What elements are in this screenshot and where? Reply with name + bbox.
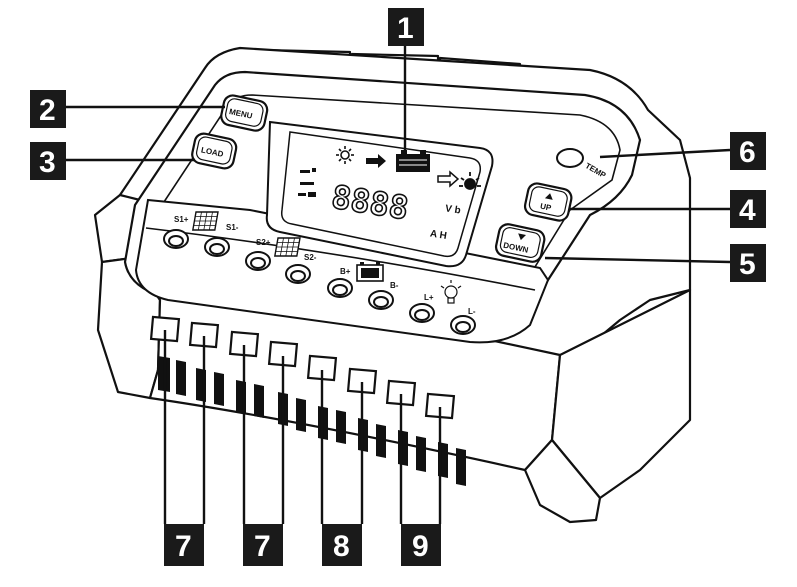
- callout-7b: 7: [243, 524, 283, 566]
- callout-9: 9: [401, 524, 441, 566]
- svg-text:9: 9: [412, 530, 429, 563]
- svg-text:6: 6: [739, 136, 756, 169]
- screw-l-plus: [409, 303, 435, 323]
- svg-text:8: 8: [333, 530, 350, 563]
- callout-7a: 7: [164, 524, 204, 566]
- wire-entry-holes: [149, 315, 456, 420]
- svg-text:5: 5: [739, 248, 756, 281]
- callout-5: 5: [730, 244, 766, 282]
- screw-b-minus: [368, 290, 394, 310]
- svg-text:1: 1: [397, 12, 414, 45]
- up-triangle-icon: [544, 193, 553, 200]
- l-plus-label: L+: [424, 293, 434, 302]
- screw-s1-minus: [204, 237, 230, 257]
- s2-plus-label: S2+: [256, 238, 271, 247]
- b-plus-label: B+: [340, 267, 351, 276]
- arrow-right-icon: [437, 170, 460, 188]
- up-button-label: UP: [539, 202, 552, 213]
- screw-terminals: [163, 229, 476, 335]
- lcd-unit-vb: V b: [444, 203, 461, 216]
- bulb-icon: [459, 172, 481, 190]
- screw-s2-plus: [245, 251, 271, 271]
- svg-text:4: 4: [739, 194, 756, 227]
- solar-panel-icon: [274, 237, 301, 257]
- screw-s1-plus: [163, 229, 189, 249]
- callout-3: 3: [30, 142, 66, 180]
- callout-6: 6: [730, 132, 766, 170]
- lcd-status-marks: [298, 168, 316, 197]
- arrow-right-icon: [366, 154, 386, 168]
- callout-2: 2: [30, 90, 66, 128]
- s1-minus-label: S1-: [226, 223, 239, 232]
- lcd-unit-ah: A H: [429, 228, 447, 242]
- terminal-plate: [134, 198, 550, 344]
- callout-leaders: [66, 40, 731, 524]
- menu-button[interactable]: MENU: [220, 94, 269, 132]
- b-minus-label: B-: [390, 281, 399, 290]
- s1-plus-label: S1+: [174, 215, 189, 224]
- battery-icon: [396, 150, 430, 172]
- callout-8: 8: [322, 524, 362, 566]
- l-minus-label: L-: [468, 307, 476, 316]
- bulb-icon: [440, 280, 462, 304]
- lcd-window: 8888 V b A H: [265, 120, 494, 268]
- svg-text:7: 7: [254, 530, 271, 563]
- screw-l-minus: [450, 315, 476, 335]
- s2-minus-label: S2-: [304, 253, 317, 262]
- callout-1: 1: [388, 8, 424, 46]
- svg-text:7: 7: [175, 530, 192, 563]
- screw-b-plus: [327, 278, 353, 298]
- load-button[interactable]: LOAD: [191, 132, 238, 170]
- down-triangle-icon: [518, 233, 526, 241]
- svg-text:2: 2: [39, 94, 56, 127]
- up-button[interactable]: UP: [523, 182, 573, 222]
- battery-icon: [356, 262, 384, 282]
- down-button[interactable]: DOWN: [494, 223, 546, 264]
- solar-panel-icon: [192, 211, 219, 231]
- svg-text:3: 3: [39, 146, 56, 179]
- screw-s2-minus: [285, 264, 311, 284]
- sun-icon: [336, 146, 354, 164]
- terminal-labels: S1+ S1- S2+ S2- B+ B- L+ L-: [174, 215, 476, 316]
- callout-4: 4: [730, 190, 766, 228]
